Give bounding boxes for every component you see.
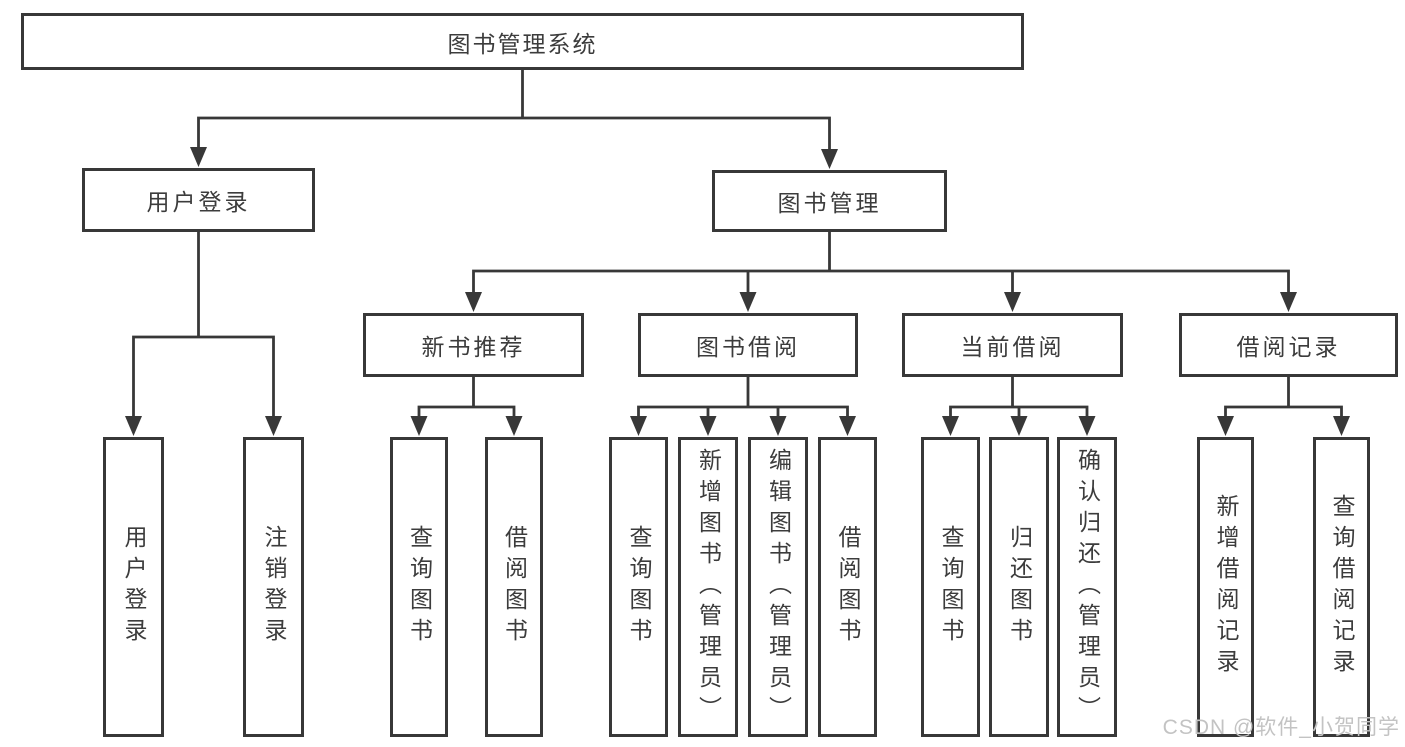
node-current-borrowing: 当前借阅 <box>902 313 1123 377</box>
leaf-query-books-recommendation: 查询图书 <box>390 437 448 737</box>
leaf-confirm-return-admin: 确认归还（管理员） <box>1057 437 1117 737</box>
node-new-book-recommendation: 新书推荐 <box>363 313 584 377</box>
leaf-add-borrowing-record: 新增借阅记录 <box>1197 437 1254 737</box>
node-borrowing-records: 借阅记录 <box>1179 313 1398 377</box>
leaf-query-borrowing-record: 查询借阅记录 <box>1313 437 1370 737</box>
node-library-management-system: 图书管理系统 <box>21 13 1024 70</box>
leaf-query-books-current: 查询图书 <box>921 437 980 737</box>
node-user-login: 用户登录 <box>82 168 315 232</box>
node-book-management: 图书管理 <box>712 170 947 232</box>
leaf-user-login: 用户登录 <box>103 437 164 737</box>
leaf-query-books-borrowing: 查询图书 <box>609 437 668 737</box>
csdn-watermark: CSDN @软件_小贺同学 <box>1162 716 1400 739</box>
leaf-edit-book-admin: 编辑图书（管理员） <box>748 437 808 737</box>
node-book-borrowing: 图书借阅 <box>638 313 858 377</box>
leaf-borrow-books: 借阅图书 <box>818 437 877 737</box>
leaf-add-book-admin: 新增图书（管理员） <box>678 437 738 737</box>
leaf-borrow-books-recommendation: 借阅图书 <box>485 437 543 737</box>
leaf-return-books: 归还图书 <box>989 437 1049 737</box>
leaf-logout: 注销登录 <box>243 437 304 737</box>
